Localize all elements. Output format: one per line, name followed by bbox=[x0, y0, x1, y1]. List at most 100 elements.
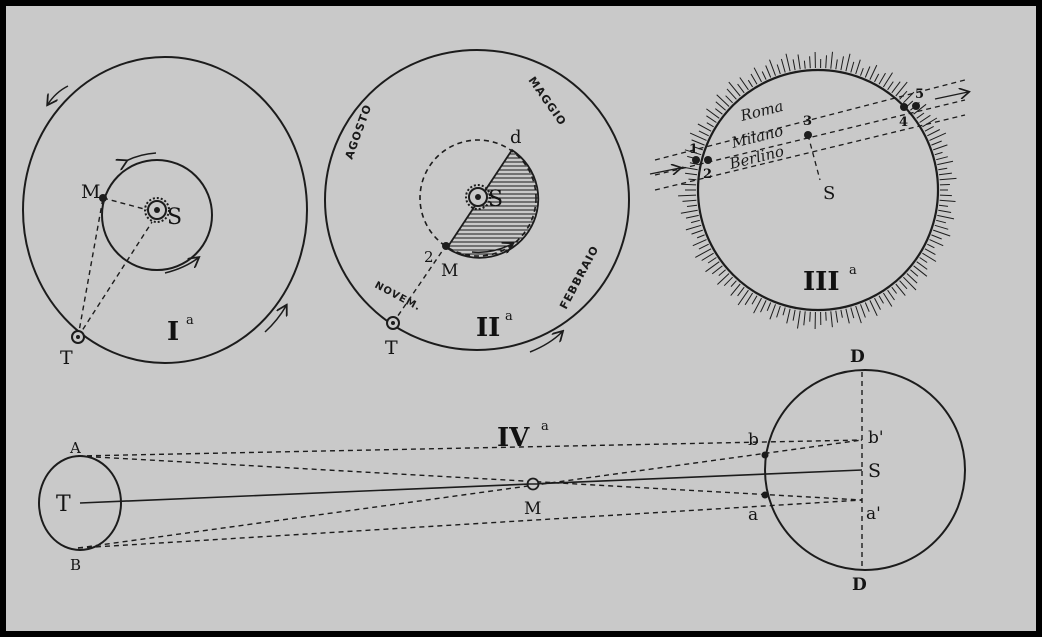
sun-ray bbox=[937, 214, 955, 220]
line-b-to-sun bbox=[77, 439, 863, 549]
sun-ray bbox=[864, 66, 871, 78]
figure-4-numeral: IV bbox=[497, 423, 530, 453]
sun-ray bbox=[766, 302, 772, 311]
point-a bbox=[761, 491, 769, 499]
line-a-b-top bbox=[77, 439, 863, 457]
sun-ray bbox=[929, 239, 944, 247]
sun-ray bbox=[916, 261, 928, 270]
sun-ray bbox=[906, 273, 918, 284]
sun-ray bbox=[714, 108, 723, 115]
line-t-s bbox=[79, 469, 863, 504]
sun-ray bbox=[860, 68, 864, 76]
sun-ray bbox=[933, 144, 948, 151]
sun-ray bbox=[895, 81, 908, 97]
sun-ray bbox=[728, 81, 741, 97]
sun-ray bbox=[809, 311, 811, 322]
sun-ray bbox=[830, 311, 833, 328]
sun-ray bbox=[753, 67, 762, 83]
label-t: T bbox=[56, 492, 71, 517]
sun-ray bbox=[737, 286, 745, 297]
figure-1-sup: a bbox=[186, 313, 194, 328]
sun-ray bbox=[776, 305, 781, 318]
sun-ray bbox=[725, 95, 733, 104]
sun-ray bbox=[939, 194, 952, 197]
figure-3-sup: a bbox=[849, 263, 857, 278]
figure-1: M S T I a bbox=[22, 56, 308, 369]
sun-ray bbox=[691, 229, 703, 235]
sun-ray bbox=[711, 265, 723, 275]
sun-ray bbox=[882, 292, 893, 307]
sun-ray bbox=[698, 130, 709, 137]
label-s: S bbox=[823, 183, 835, 204]
sun-ray bbox=[929, 132, 947, 141]
sun-ray bbox=[706, 115, 717, 123]
sun-ray bbox=[937, 160, 954, 166]
dashed-m-s bbox=[102, 197, 149, 211]
sun-ray bbox=[845, 53, 851, 72]
sun-ray bbox=[776, 64, 781, 75]
label-t: T bbox=[60, 347, 73, 369]
sun-ray bbox=[835, 59, 838, 70]
sun-ray bbox=[797, 310, 801, 329]
sun-ray bbox=[938, 204, 949, 207]
orbit-arrow-icon bbox=[48, 85, 69, 104]
sun-icon bbox=[144, 197, 170, 223]
sun-ray bbox=[878, 295, 884, 304]
sun-ray bbox=[705, 261, 720, 273]
sun-ray bbox=[874, 297, 881, 310]
sun-ray bbox=[726, 88, 737, 100]
sun-ray bbox=[753, 297, 762, 314]
label-d-top: D bbox=[850, 347, 865, 367]
sun-ray bbox=[913, 265, 928, 277]
figure-3: Roma Milano Berlino 1 2 3 4 5 S III a bbox=[649, 51, 968, 330]
sun-ray bbox=[737, 83, 745, 94]
sun-ray bbox=[936, 156, 948, 161]
sun-ray bbox=[931, 234, 942, 240]
moon-m bbox=[526, 477, 540, 491]
sun-ray bbox=[715, 101, 726, 111]
point-5-label: 5 bbox=[915, 87, 924, 102]
label-b: b bbox=[748, 430, 759, 450]
sun-ray bbox=[716, 94, 730, 107]
orbit-arrow-icon bbox=[264, 306, 286, 333]
figure-2-sup: a bbox=[505, 309, 513, 324]
label-a-prime: a' bbox=[866, 504, 881, 524]
sun-ray bbox=[922, 252, 937, 262]
point-2-label: 2 bbox=[703, 167, 712, 182]
outer-orbit bbox=[22, 56, 308, 364]
label-s: S bbox=[488, 187, 503, 212]
figure-3-numeral: III bbox=[803, 267, 840, 297]
sun-ray bbox=[685, 214, 699, 219]
sun-ray bbox=[830, 51, 833, 69]
earth-t bbox=[386, 316, 400, 330]
sun-ray bbox=[744, 292, 754, 306]
sun-ray bbox=[750, 73, 758, 85]
figure-2-numeral: II bbox=[476, 313, 500, 343]
sun-ray bbox=[835, 310, 839, 323]
sun-ray bbox=[891, 286, 897, 294]
sun-ray bbox=[769, 304, 776, 320]
sun-ray bbox=[680, 209, 698, 214]
sun-ray bbox=[701, 252, 714, 261]
point-1-label: 1 bbox=[689, 142, 698, 157]
label-s: S bbox=[868, 460, 881, 482]
sun-ray bbox=[690, 219, 700, 224]
sun-ray bbox=[927, 243, 935, 249]
sun-ray bbox=[782, 307, 786, 316]
label-b-bottom: B bbox=[70, 556, 81, 574]
sun-ray bbox=[697, 123, 712, 132]
sun-ray bbox=[855, 59, 861, 75]
sun-ray bbox=[924, 248, 936, 256]
ray-line-2 bbox=[654, 99, 966, 176]
sun-ray bbox=[882, 72, 893, 88]
paper-background bbox=[6, 6, 1036, 631]
sun-ray bbox=[934, 224, 949, 230]
ray-line-3 bbox=[654, 114, 966, 191]
sun-ray bbox=[717, 273, 730, 285]
sun-disk bbox=[696, 68, 940, 312]
sun-ray bbox=[864, 302, 870, 312]
sun-ray bbox=[809, 56, 811, 69]
sun-ray bbox=[688, 178, 697, 181]
sun-ray bbox=[681, 183, 697, 186]
